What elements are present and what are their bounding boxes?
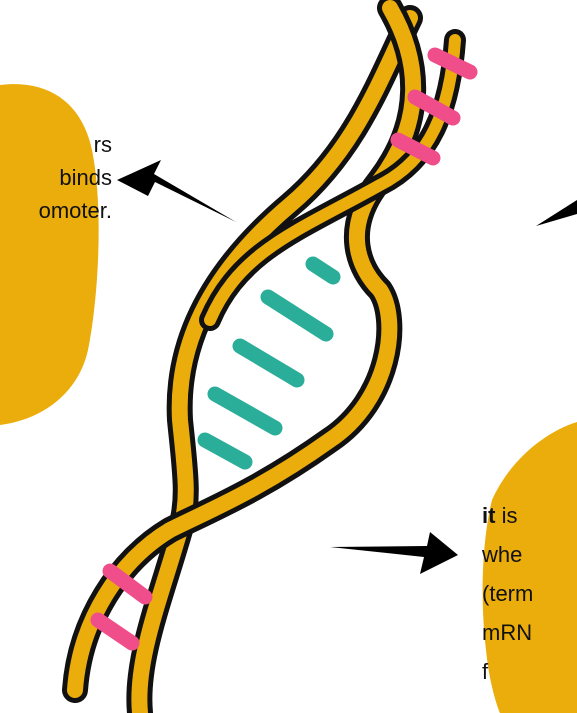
right-note-line-2: whe: [482, 535, 577, 574]
left-note-line-3: omoter.: [0, 194, 112, 227]
left-note-line-1: rs: [0, 128, 112, 161]
right-note-first-rest: is: [495, 503, 517, 528]
right-note-text: it is whe (term mRN f: [482, 496, 577, 691]
arrow-upper-left: [117, 160, 236, 222]
right-note-line-3: (term: [482, 574, 577, 613]
left-note-line-2: binds: [0, 161, 112, 194]
arrow-lower-right: [330, 532, 458, 574]
arrow-upper-right: [536, 200, 577, 226]
right-note-line-1: it is: [482, 496, 577, 535]
right-note-line-4: mRN: [482, 613, 577, 652]
right-note-line-5: f: [482, 652, 577, 691]
right-note-bold-word: it: [482, 503, 495, 528]
left-note-text: rs binds omoter.: [0, 128, 112, 227]
